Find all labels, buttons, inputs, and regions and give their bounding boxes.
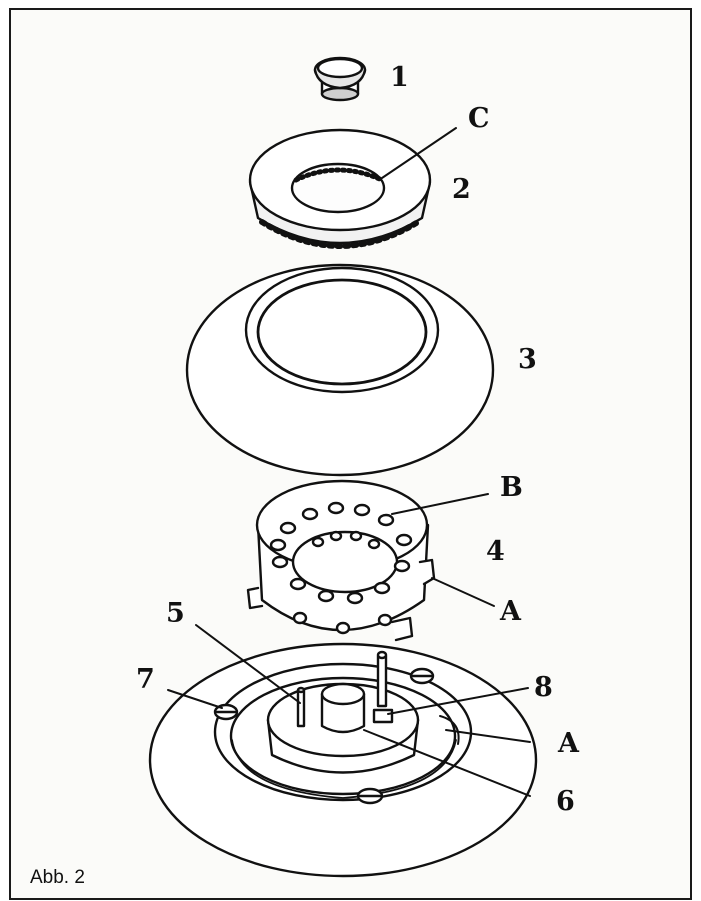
part-base-plate bbox=[148, 642, 538, 878]
label-letter-c: C bbox=[468, 103, 490, 134]
label-part-4: 4 bbox=[486, 536, 505, 567]
label-part-1: 1 bbox=[390, 62, 409, 93]
leader-b bbox=[391, 493, 489, 515]
leader-c bbox=[381, 127, 457, 179]
leader-lines bbox=[167, 127, 531, 797]
label-part-7: 7 bbox=[136, 664, 155, 695]
leader-a-lower bbox=[445, 729, 531, 743]
part-2-flame-spreader bbox=[248, 128, 432, 249]
label-part-2: 2 bbox=[452, 174, 471, 205]
label-part-3: 3 bbox=[518, 344, 537, 375]
label-letter-a-upper: A bbox=[499, 596, 522, 627]
label-part-5: 5 bbox=[166, 598, 185, 629]
leader-a-upper bbox=[431, 577, 495, 607]
part-1-cap-knob bbox=[313, 56, 367, 102]
figure-caption: Abb. 2 bbox=[30, 867, 85, 888]
part-4-burner-body bbox=[246, 479, 436, 642]
label-letter-a-lower: A bbox=[557, 728, 580, 759]
label-letter-b: B bbox=[500, 472, 523, 503]
leader-5 bbox=[195, 624, 301, 704]
leader-7 bbox=[167, 689, 223, 709]
part-3-burner-cover bbox=[185, 263, 495, 477]
leader-6 bbox=[363, 729, 531, 797]
label-part-6: 6 bbox=[556, 786, 575, 817]
label-part-8: 8 bbox=[534, 672, 553, 703]
leader-8 bbox=[387, 687, 529, 715]
